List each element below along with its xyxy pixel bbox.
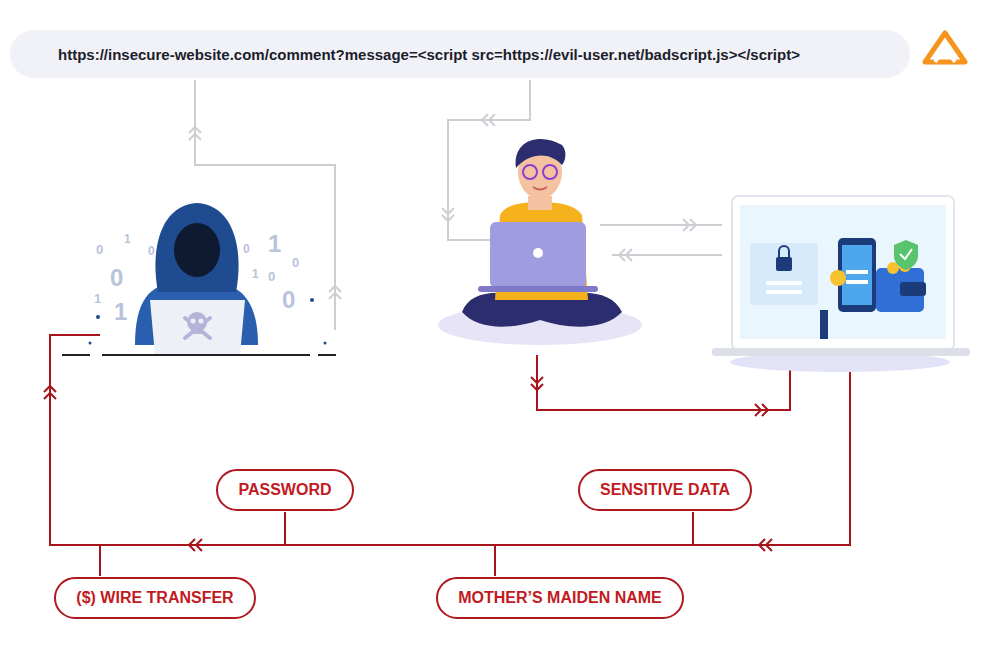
laptop-figure-part <box>900 282 926 296</box>
hacker-figure-part <box>174 223 220 277</box>
binary-digit: 0 <box>110 266 123 290</box>
request-lines-part <box>600 224 722 226</box>
request-lines-part <box>683 219 696 231</box>
hacker-figure-part <box>96 315 100 319</box>
label-text: https://insecure-website.com/comment?mes… <box>58 46 800 63</box>
skull-icon-part <box>191 319 196 324</box>
request-lines-part <box>619 249 632 261</box>
request-lines <box>189 80 722 330</box>
laptop-figure-part <box>830 270 846 286</box>
data-label: ($) WIRE TRANSFER <box>54 577 255 619</box>
hacker-figure <box>62 203 336 355</box>
user-figure-part <box>478 286 598 292</box>
theft-lines-part <box>531 377 543 390</box>
theft-lines-part <box>494 545 496 576</box>
laptop-figure-part <box>820 310 828 339</box>
logo <box>925 33 965 62</box>
laptop-figure-part <box>900 249 912 259</box>
laptop-figure-part <box>842 245 872 305</box>
theft-lines-part <box>755 404 768 416</box>
user-figure-part <box>533 187 547 190</box>
user-figure-part <box>490 222 586 288</box>
laptop-figure-part <box>750 243 818 305</box>
hacker-figure-part <box>150 300 245 355</box>
laptop-figure-part <box>766 290 802 294</box>
skull-icon-part <box>191 327 203 334</box>
hacker-figure-part <box>62 354 90 356</box>
theft-lines-part <box>284 512 286 545</box>
binary-digit: 1 <box>252 268 259 280</box>
laptop-figure-part <box>846 280 868 284</box>
user-figure-part <box>516 139 566 168</box>
request-lines-part <box>442 208 454 221</box>
laptop-figure-part <box>846 270 868 274</box>
binary-digit: 0 <box>268 270 275 283</box>
label-text: PASSWORD <box>238 481 331 499</box>
hacker-figure-part <box>155 203 238 292</box>
binary-digit: 1 <box>124 233 131 245</box>
laptop-figure-part <box>894 240 918 270</box>
data-label: SENSITIVE DATA <box>578 469 752 511</box>
request-lines-part <box>189 127 201 140</box>
hacker-figure-part <box>318 354 336 356</box>
request-lines-part <box>482 114 495 126</box>
binary-digit: 0 <box>148 245 155 257</box>
user-figure-part <box>543 165 557 179</box>
laptop-figure <box>712 196 970 372</box>
laptop-figure-part <box>740 205 946 339</box>
binary-digit: 1 <box>94 292 101 305</box>
binary-digit: 1 <box>114 300 127 324</box>
theft-lines-part <box>189 539 202 551</box>
hacker-figure-part <box>324 342 327 345</box>
theft-lines-part <box>759 539 772 551</box>
laptop-figure-part <box>712 348 970 356</box>
theft-lines-part <box>692 512 694 545</box>
laptop-figure-part <box>779 246 789 257</box>
hacker-figure-part <box>102 354 310 356</box>
data-label: PASSWORD <box>216 469 353 511</box>
binary-digit: 1 <box>268 232 281 256</box>
binary-digit: 0 <box>282 288 295 312</box>
theft-lines-part <box>50 335 850 545</box>
user-figure-part <box>523 165 537 179</box>
skull-icon-part <box>199 319 204 324</box>
label-text: SENSITIVE DATA <box>600 481 730 499</box>
skull-icon <box>185 312 210 338</box>
theft-lines-part <box>99 545 101 576</box>
data-label: MOTHER’S MAIDEN NAME <box>436 577 684 619</box>
binary-digit: 0 <box>96 243 103 256</box>
hacker-figure-part <box>89 342 92 345</box>
url-bar: https://insecure-website.com/comment?mes… <box>10 30 910 78</box>
laptop-figure-part <box>732 196 954 350</box>
theft-lines-part <box>44 386 56 399</box>
laptop-figure-part <box>766 281 802 285</box>
binary-digit: 0 <box>243 243 250 255</box>
label-text: ($) WIRE TRANSFER <box>76 589 233 607</box>
user-figure-part <box>533 248 543 258</box>
theft-lines <box>44 335 850 576</box>
laptop-figure-part <box>776 257 792 271</box>
label-text: MOTHER’S MAIDEN NAME <box>458 589 662 607</box>
request-lines-part <box>612 254 722 256</box>
hacker-figure-part <box>310 298 314 302</box>
logo-part <box>925 33 965 62</box>
binary-digit: 0 <box>292 256 299 269</box>
request-lines-part <box>329 286 341 299</box>
logo-part <box>935 47 955 62</box>
user-figure <box>438 139 642 345</box>
